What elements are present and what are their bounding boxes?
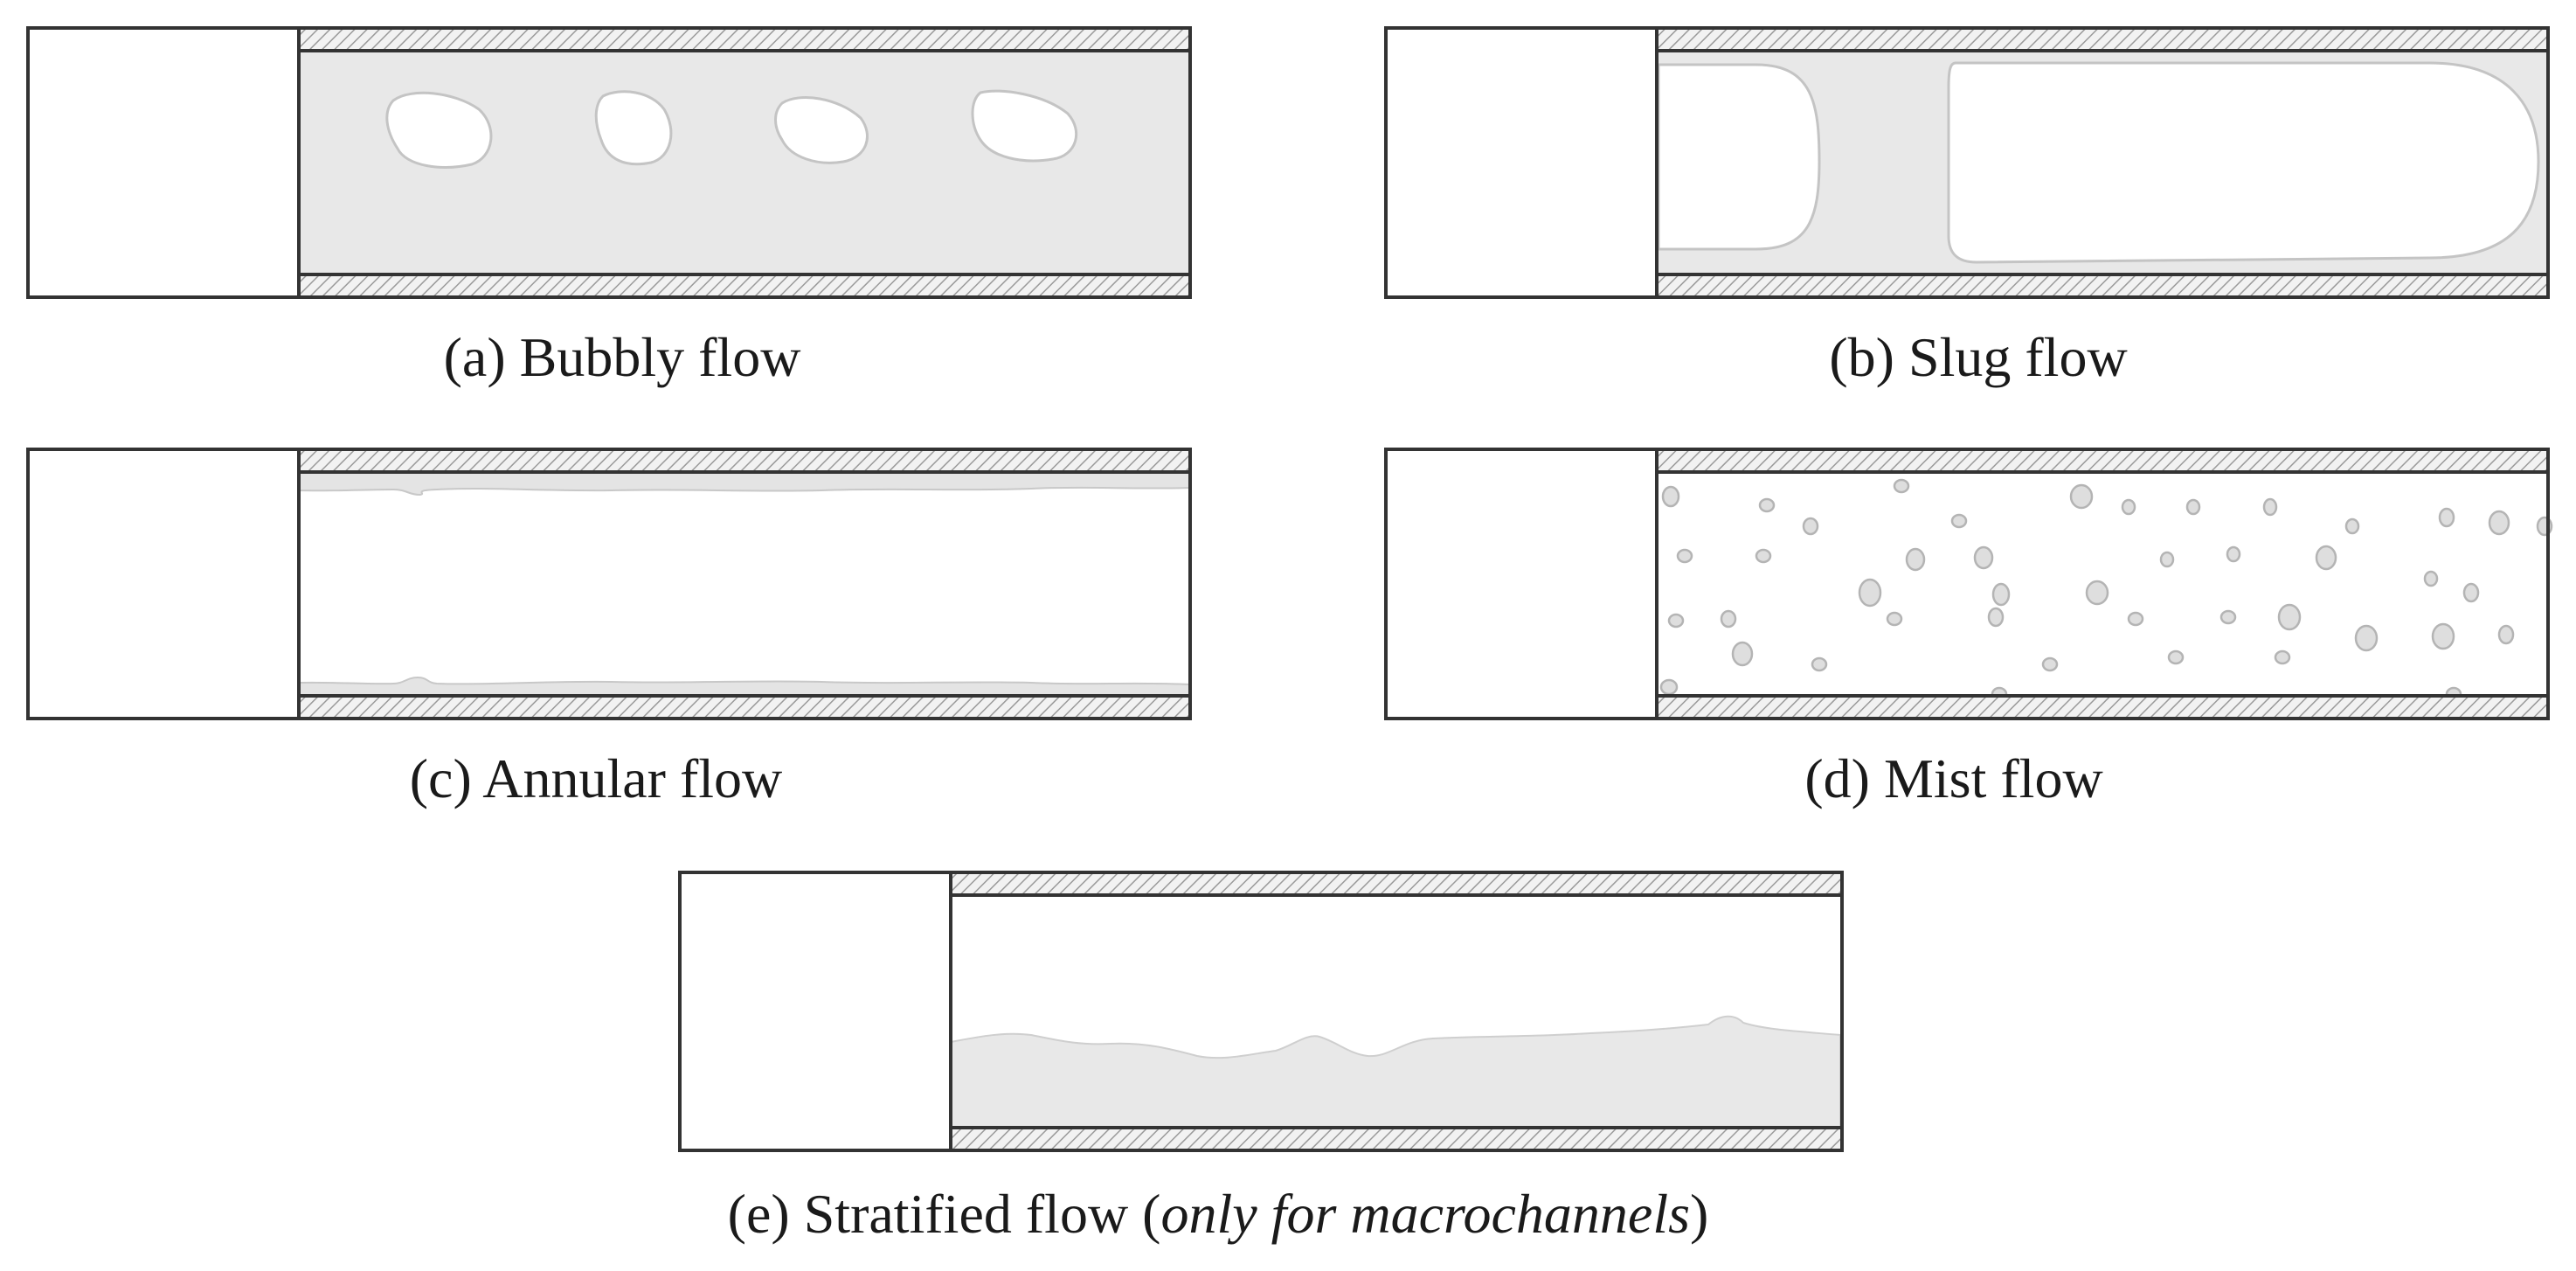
liquid-droplet [1676,548,1693,564]
liquid-droplet [2344,517,2360,535]
pipe-c [26,448,1192,720]
liquid-droplet [2488,510,2510,536]
liquid-droplet [1886,611,1903,627]
panel-stratified-flow: (e) Stratified flow (only for macrochann… [678,871,1844,1245]
gas-slug [1947,61,2540,264]
caption-e: (e) Stratified flow (only for macrochann… [728,1183,1709,1245]
caption-a: (a) Bubbly flow [444,326,801,388]
top-wall [1657,449,2548,472]
liquid-droplet [2219,609,2237,625]
inlet-box [1384,26,2550,299]
liquid-droplet [1720,609,1737,629]
liquid-droplet [2127,611,2144,627]
gas-slug [1657,63,1821,251]
pipe-d [1384,448,2553,720]
liquid-droplet [1950,513,1968,529]
caption-e-tail: ) [1690,1183,1708,1245]
liquid-droplet [2277,603,2302,631]
liquid-droplet [1987,607,2005,628]
gas-bubble [774,96,869,164]
inlet-box [26,448,1192,720]
liquid-droplet [2423,570,2439,587]
liquid-droplet [1758,497,1776,513]
liquid-droplet [2167,649,2185,665]
panel-annular-flow: (c) Annular flow [26,448,1192,809]
bottom-wall [951,1128,1842,1150]
liquid-droplet [1802,517,1819,536]
top-wall [951,872,1842,895]
inlet-box [1384,448,2550,720]
liquid-droplet [1905,547,1926,572]
liquid-droplet [2226,545,2241,563]
liquid-film-top [298,471,1191,497]
liquid-droplet [2354,624,2379,652]
liquid-droplet [2121,498,2136,516]
liquid-droplet [1973,545,1994,570]
gas-core [299,472,1190,696]
pipe-b [1384,26,2550,299]
gas-bubble [594,90,673,166]
liquid-droplet [2041,656,2059,672]
liquid-droplet [2085,580,2109,606]
pipe-e [678,871,1844,1152]
liquid-droplet [1661,485,1680,508]
panel-bubbly-flow: (a) Bubbly flow [26,26,1192,388]
liquid-droplet [2262,497,2278,517]
liquid-film-bottom [298,676,1191,697]
liquid-droplet [2274,649,2291,665]
liquid-droplet [2431,622,2455,650]
liquid-droplet [2497,624,2515,645]
liquid-droplet [2185,498,2201,516]
pipe-a [26,26,1192,299]
liquid-droplet [1893,478,1910,494]
panel-mist-flow: (d) Mist flow [1384,448,2553,809]
liquid-droplet [1731,641,1754,667]
inlet-box [26,26,1192,299]
gas-bubble [385,91,493,169]
caption-b: (b) Slug flow [1829,326,2127,388]
panel-slug-flow: (b) Slug flow [1384,26,2550,388]
bottom-wall [299,696,1190,719]
liquid-droplet [1659,678,1679,696]
liquid-droplet [2438,507,2455,528]
liquid-droplet [1811,656,1828,672]
droplets [1659,478,2553,702]
caption-e-italic: only for macrochannels [1160,1183,1690,1245]
liquid-droplet [2462,582,2480,603]
gas-bubble [971,89,1078,163]
top-wall [1657,28,2548,51]
liquid-droplet [2315,545,2337,571]
caption-c: (c) Annular flow [410,747,783,809]
caption-e-main: (e) Stratified flow ( [728,1183,1161,1245]
liquid-droplet [1667,613,1685,629]
liquid-droplet [1755,548,1772,564]
bottom-wall [299,274,1190,297]
caption-d: (d) Mist flow [1804,747,2102,809]
inlet-box [678,871,1844,1152]
liquid-droplet [2069,483,2094,510]
top-wall [299,28,1190,51]
liquid-layer [950,1015,1841,1129]
bottom-wall [1657,274,2548,297]
top-wall [299,449,1190,472]
liquid-droplet [1858,578,1882,608]
liquid-droplet [1991,582,2011,607]
liquid-droplet [2159,551,2175,568]
bottom-wall [1657,696,2548,719]
